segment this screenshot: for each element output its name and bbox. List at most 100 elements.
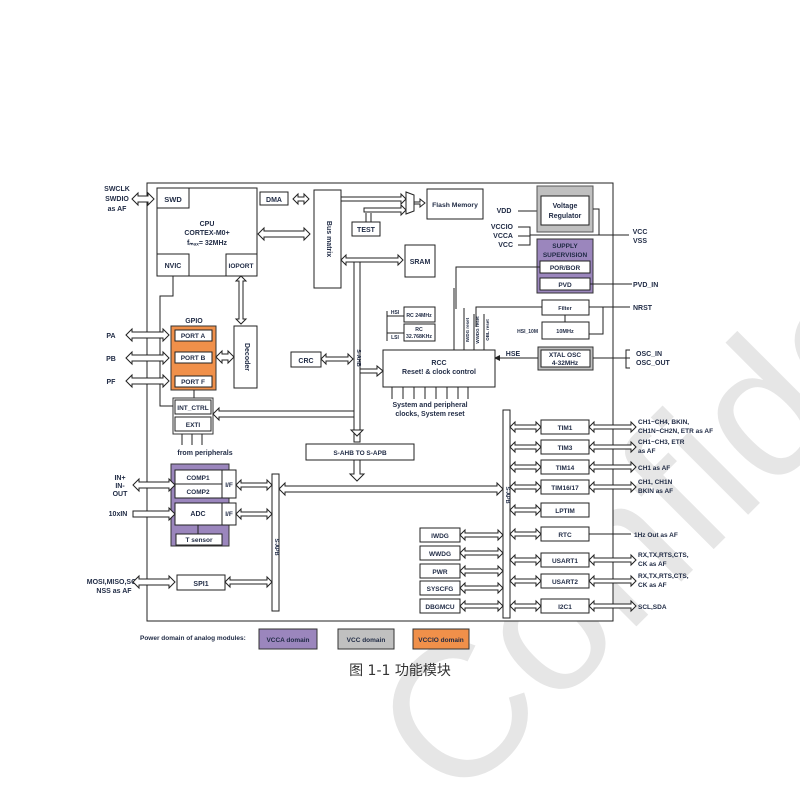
dbgmcu-label: DBGMCU	[425, 604, 455, 611]
exti-block[interactable]	[174, 416, 212, 432]
lptim-block[interactable]	[540, 502, 590, 518]
tim3-pin-arrow	[588, 440, 637, 454]
tim3-pin-label: as AF	[638, 448, 655, 455]
test-label: TEST	[357, 227, 376, 234]
pb-arrow	[125, 350, 170, 366]
usart2-pin-label: RX,TX,RTS,CTS,	[638, 573, 689, 580]
s-apb-label-right: S-APB	[504, 486, 510, 503]
spi-pins-arrow	[132, 574, 176, 590]
pin-in-plus: IN+	[114, 475, 125, 482]
xtal-osc-block[interactable]	[540, 349, 591, 368]
voltage-regulator-block[interactable]	[540, 195, 590, 226]
flash-mux-arrow	[413, 197, 426, 209]
s-ahb-label: S-AHB	[355, 349, 361, 366]
swd-label: SWD	[164, 195, 182, 204]
flash-memory-block[interactable]	[426, 188, 484, 220]
tsensor-block[interactable]	[175, 533, 223, 546]
pin-vdd: VDD	[497, 208, 512, 215]
s-ahb-down-arrow	[349, 429, 365, 437]
tim1-pin-label: CH1N~CH2N, ETR as AF	[638, 428, 713, 435]
xtal-label-1: XTAL OSC	[549, 352, 582, 359]
regulator-label-2: Regulator	[549, 213, 582, 220]
nvic-label: NVIC	[165, 263, 182, 270]
tsensor-label: T sensor	[185, 537, 213, 544]
usart1-pin-label: RX,TX,RTS,CTS,	[638, 552, 689, 559]
filter-label: Filter	[558, 306, 572, 312]
pin-swd-af: as AF	[108, 206, 128, 213]
hsi-10m-label: HSI_10M	[517, 329, 538, 335]
decoder-label: Decoder	[243, 343, 250, 371]
flash-arrow-2	[363, 203, 407, 217]
usart2-pin-arrow	[588, 574, 637, 588]
ahb-to-apb-label: S-AHB TO S-APB	[333, 450, 387, 457]
cpu-freq: fₘₐₓ= 32MHz	[187, 240, 228, 247]
wwdg-apb-arrow	[459, 546, 504, 560]
i2c1-label: I2C1	[558, 604, 572, 611]
legend-label: Power domain of analog modules:	[140, 635, 246, 642]
supervision-label-1: SUPPLY	[552, 243, 578, 250]
bus-matrix-block[interactable]	[313, 189, 342, 289]
osc-10mhz-label: 10MHz	[556, 329, 574, 335]
tim3-label: TIM3	[558, 445, 573, 452]
pwr-apb-arrow	[459, 564, 504, 578]
pa-arrow	[125, 327, 170, 343]
cpu-block[interactable]: SWD CPU CORTEX-M0+ fₘₐₓ= 32MHz NVIC IOPO…	[156, 187, 258, 277]
hsi-label: HSI	[391, 310, 400, 316]
legend-vcca	[258, 628, 318, 650]
obl-reset-label: OBL reset	[485, 319, 490, 341]
pin-vcc-out: VCC	[633, 229, 648, 236]
lptim-label: LPTIM	[555, 508, 575, 515]
legend-vcc-label: VCC domain	[347, 637, 386, 644]
tim14-pin-arrow	[588, 460, 637, 474]
pf-arrow	[125, 373, 170, 389]
pin-swdio: SWDIO	[105, 196, 129, 203]
comp2-label: COMP2	[186, 489, 210, 496]
pin-vcca: VCCA	[493, 233, 513, 240]
usart1-pin-arrow	[588, 553, 637, 567]
bridge-down-arrow	[348, 459, 366, 482]
comp-pins-arrow	[132, 477, 176, 493]
port-a-block[interactable]	[174, 329, 213, 342]
comp-apb-arrow	[235, 478, 273, 492]
rcc-title: RCC	[431, 360, 446, 367]
wwdg-reset-label: WWDG reset	[475, 316, 480, 344]
adc-pins-arrow	[132, 506, 176, 522]
s-apb-bus-right	[502, 409, 511, 619]
por-bor-label: POR/BOR	[550, 265, 581, 272]
comp-if-block[interactable]	[221, 469, 237, 499]
pin-swclk: SWCLK	[104, 186, 130, 193]
rcc-outputs-1: System and peripheral	[392, 402, 467, 409]
gpio-decoder-arrow	[215, 349, 235, 365]
int-ctrl-block[interactable]	[174, 399, 212, 415]
dma-arrow	[292, 192, 310, 206]
osc-10mhz-block[interactable]	[541, 321, 590, 340]
iwdg-apb-arrow	[459, 528, 504, 542]
adc-if-label: I/F	[225, 511, 233, 518]
legend-vcca-label: VCCA domain	[266, 637, 309, 644]
rcc-block[interactable]	[382, 349, 496, 388]
test-block[interactable]	[351, 221, 381, 237]
swd-block[interactable]	[156, 187, 190, 209]
port-f-label: PORT F	[181, 379, 205, 386]
port-b-block[interactable]	[174, 351, 213, 364]
pin-nrst: NRST	[633, 305, 653, 312]
i2c1-pin-arrow	[588, 599, 637, 613]
rc-32khz-block[interactable]	[403, 323, 436, 342]
pin-adc-in: 10xIN	[109, 511, 128, 518]
exti-label: EXTI	[186, 422, 201, 429]
pin-out: OUT	[113, 491, 129, 498]
ioport-label: IOPORT	[229, 263, 254, 270]
hse-label: HSE	[506, 351, 521, 358]
dma-block[interactable]	[259, 191, 289, 206]
xtal-label-2: 4-32MHz	[552, 360, 579, 367]
tim16-17-label: TIM16/17	[551, 485, 579, 492]
rc-24mhz-block[interactable]	[403, 306, 436, 323]
port-f-block[interactable]	[174, 375, 213, 388]
tim1-pin-label: CH1~CH4, BKIN,	[638, 419, 689, 426]
spi1-label: SPI1	[193, 581, 208, 588]
tim16-17-pin-label: CH1, CH1N	[638, 479, 673, 486]
rtc-label: RTC	[558, 532, 572, 539]
cpu-title: CPU	[200, 221, 215, 228]
sram-block[interactable]	[404, 244, 436, 278]
syscfg-apb-arrow	[459, 581, 504, 595]
